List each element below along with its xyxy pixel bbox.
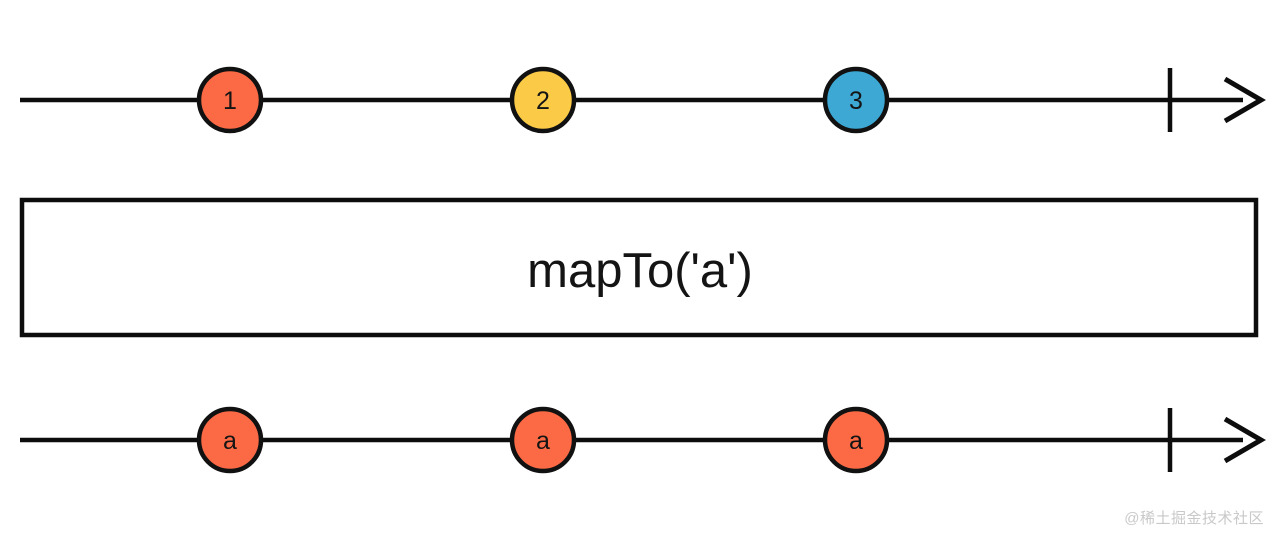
marble-label: 3	[849, 87, 863, 115]
watermark-label: @稀土掘金技术社区	[1124, 510, 1264, 527]
source-marble-3[interactable]: 3	[822, 66, 890, 134]
output-marble-3[interactable]: a	[822, 406, 890, 474]
source-timeline: 1 2 3	[20, 66, 1266, 134]
marble-shape	[509, 66, 577, 134]
marble-shape	[196, 66, 264, 134]
source-marble-1[interactable]: 1	[196, 66, 264, 134]
output-marble-1[interactable]: a	[196, 406, 264, 474]
output-timeline: a a a	[20, 406, 1266, 474]
marble-label: a	[849, 427, 863, 455]
output-marble-2[interactable]: a	[509, 406, 577, 474]
source-arrowhead-icon	[1223, 76, 1266, 124]
operator-box[interactable]: mapTo('a')	[19, 197, 1259, 338]
marble-label: 1	[223, 87, 237, 115]
marble-shape	[196, 406, 264, 474]
operator-box-frame	[19, 197, 1259, 338]
marble-shape	[822, 66, 890, 134]
marble-label: a	[223, 427, 237, 455]
marble-label: a	[536, 427, 550, 455]
marble-shape	[822, 406, 890, 474]
marble-shape	[509, 406, 577, 474]
operator-label: mapTo('a')	[527, 244, 753, 298]
marble-label: 2	[536, 87, 550, 115]
output-arrowhead-icon	[1223, 416, 1266, 464]
source-marble-2[interactable]: 2	[509, 66, 577, 134]
